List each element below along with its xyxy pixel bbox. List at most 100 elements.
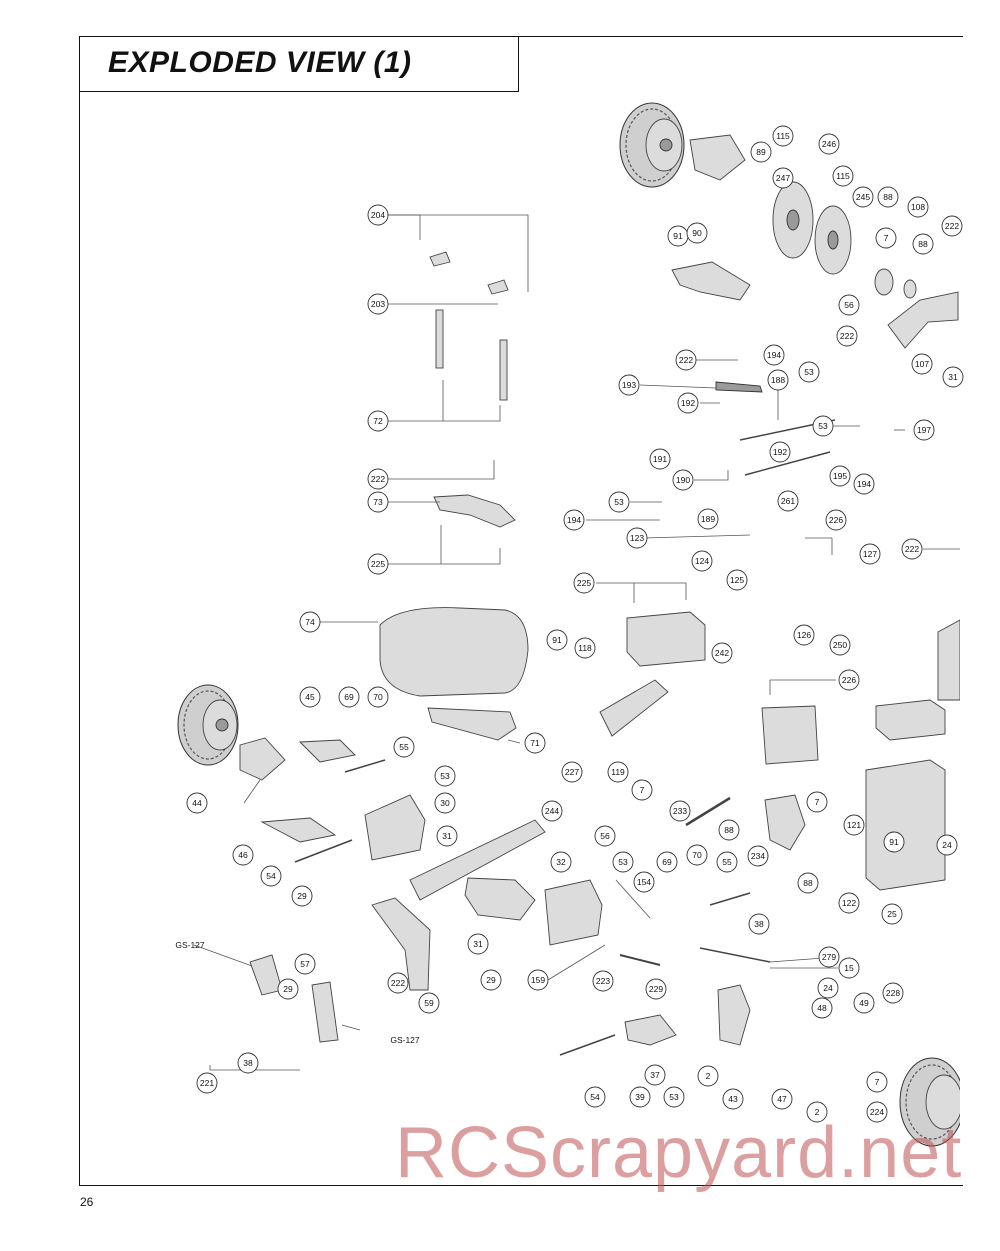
foam-block-74 [379,607,529,697]
arm-45 [298,739,356,763]
callout-label: 53 [818,421,828,431]
callout-label: 250 [833,640,847,650]
callout-55a: 55 [393,736,415,758]
callout-31c: 31 [467,933,489,955]
callout-91a: 91 [667,225,689,247]
callout-192a: 192 [677,392,699,414]
callout-label: 53 [804,367,814,377]
callout-46: 46 [232,844,254,866]
callout-59: 59 [418,992,440,1014]
callout-label: 57 [300,959,310,969]
steering-knuckle-top [689,134,746,181]
callout-label: 29 [297,891,307,901]
callout-label: 46 [238,850,248,860]
callout-190: 190 [672,469,694,491]
callout-29c: 29 [277,978,299,1000]
page-frame [79,36,963,1186]
callout-194b: 194 [853,473,875,495]
callout-label: 221 [200,1078,214,1088]
callout-label: 195 [833,471,847,481]
callout-154: 154 [633,871,655,893]
callout-label: 30 [440,798,450,808]
callout-222a: 222 [941,215,963,237]
callout-54a: 54 [260,865,282,887]
callout-label: 49 [859,998,869,1008]
callout-label: 70 [692,850,702,860]
shock-right [311,981,339,1043]
callout-222e: 222 [901,538,923,560]
callout-label: 192 [773,447,787,457]
callout-45: 45 [299,686,321,708]
callout-194c: 194 [563,509,585,531]
callout-label: 38 [754,919,764,929]
callout-label: 32 [556,857,566,867]
callout-label: 115 [836,171,850,181]
callout-246: 246 [818,133,840,155]
callout-188: 188 [767,369,789,391]
pin-54-front [294,839,353,863]
callout-label: 227 [565,767,579,777]
callout-222f: 222 [387,972,409,994]
callout-label: 47 [777,1094,787,1104]
callout-115b: 115 [832,165,854,187]
callout-15: 15 [838,957,860,979]
callout-label: 108 [911,202,925,212]
callout-label: 226 [842,675,856,685]
parts-layer [177,102,960,1147]
servo [761,705,819,765]
callout-label: 69 [662,857,672,867]
callout-222d: 222 [675,349,697,371]
hub-carrier-234 [764,794,806,851]
callout-label: 53 [440,771,450,781]
callout-108: 108 [907,196,929,218]
callout-250: 250 [829,634,851,656]
callout-247: 247 [772,167,794,189]
callout-label: 222 [840,331,854,341]
callout-label: 72 [373,416,383,426]
callout-223: 223 [592,970,614,992]
callout-label: 222 [945,221,959,231]
callout-7d: 7 [866,1071,888,1093]
callout-label: 55 [722,857,732,867]
callout-37: 37 [644,1064,666,1086]
callout-228: 228 [882,982,904,1004]
callout-70b: 70 [686,844,708,866]
callout-74: 74 [299,611,321,633]
callout-225a: 225 [367,553,389,575]
gear-mount-107 [887,291,959,349]
callout-39: 39 [629,1086,651,1108]
callout-label: 192 [681,398,695,408]
callout-label: 7 [884,233,889,243]
knuckle-44 [239,737,286,781]
callout-69a: 69 [338,686,360,708]
callout-2a: 2 [697,1065,719,1087]
callout-73: 73 [367,491,389,513]
callout-label: 39 [635,1092,645,1102]
callout-197: 197 [913,419,935,441]
rear-hub-43 [717,984,751,1046]
callout-label: 122 [842,898,856,908]
callout-label: 225 [371,559,385,569]
callout-label: 38 [243,1058,253,1068]
callout-label: 246 [822,139,836,149]
callout-38a: 38 [748,913,770,935]
callout-226b: 226 [838,669,860,691]
callout-label: 245 [856,192,870,202]
callout-53c: 53 [608,491,630,513]
callout-195: 195 [829,465,851,487]
callout-label: 242 [715,648,729,658]
callout-115a: 115 [772,125,794,147]
callout-89: 89 [750,141,772,163]
battery-pack [865,759,946,891]
callout-7a: 7 [875,227,897,249]
callout-label: 37 [650,1070,660,1080]
callout-7b: 7 [631,779,653,801]
callout-label: 71 [530,738,540,748]
callout-224: 224 [866,1101,888,1123]
callout-38b: 38 [237,1052,259,1074]
callout-label: 204 [371,210,385,220]
callout-label: 279 [822,952,836,962]
callout-label: 88 [883,192,893,202]
page-title: EXPLODED VIEW (1) [108,46,412,79]
